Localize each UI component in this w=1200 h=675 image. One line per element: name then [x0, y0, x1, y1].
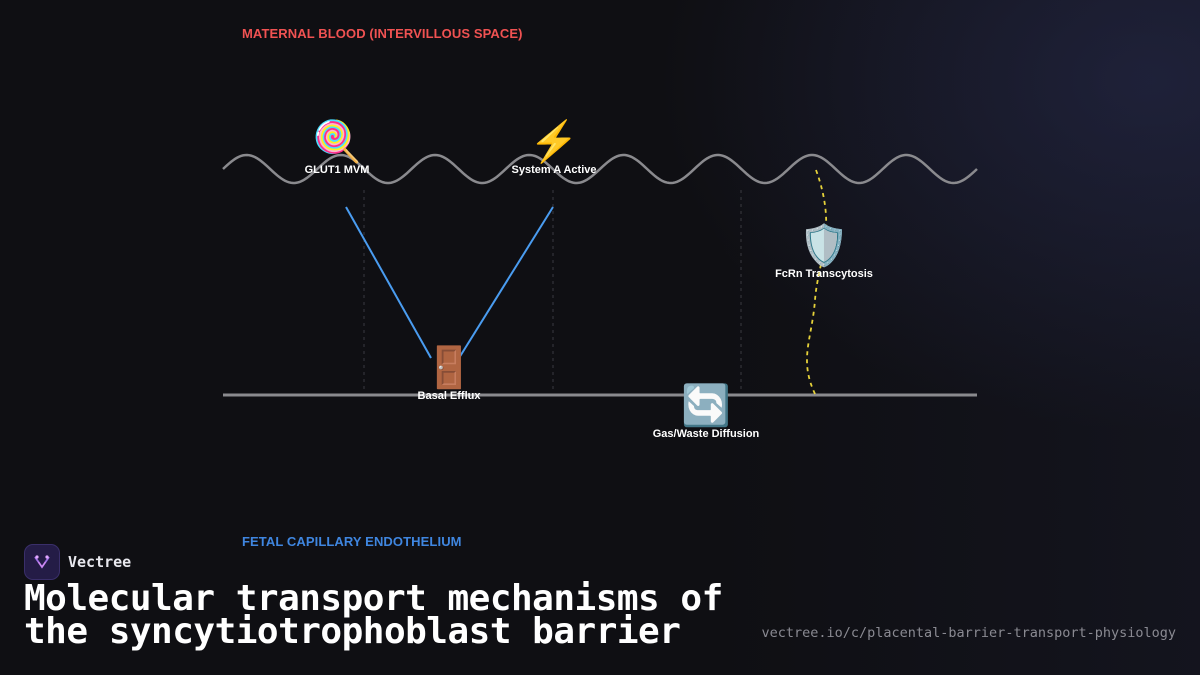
- shield-icon: 🛡️: [799, 224, 849, 268]
- page-title: Molecular transport mechanisms of the sy…: [24, 578, 723, 652]
- node-gas-waste: 🔄 Gas/Waste Diffusion: [646, 384, 766, 440]
- node-glut1: 🍭 GLUT1 MVM: [296, 120, 378, 176]
- node-basal-efflux: 🚪 Basal Efflux: [410, 346, 488, 402]
- node-label: FcRn Transcytosis: [775, 268, 873, 280]
- door-icon: 🚪: [424, 346, 474, 390]
- vectree-logo-icon: [24, 544, 60, 580]
- glut1-transport-line: [345, 206, 432, 359]
- transcytosis-path: [806, 169, 828, 397]
- cycle-arrows-icon: 🔄: [681, 384, 731, 428]
- brand-name: Vectree: [68, 553, 132, 571]
- node-fcrn: 🛡️ FcRn Transcytosis: [770, 224, 878, 280]
- microvillous-membrane: [222, 153, 978, 185]
- lightning-icon: ⚡: [529, 120, 579, 164]
- node-label: Basal Efflux: [417, 390, 481, 402]
- node-label: System A Active: [511, 164, 597, 176]
- source-url: vectree.io/c/placental-barrier-transport…: [761, 625, 1176, 641]
- system-a-transport-line: [458, 206, 554, 359]
- brand: Vectree: [24, 544, 131, 580]
- lollipop-icon: 🍭: [312, 120, 362, 164]
- node-label: GLUT1 MVM: [304, 164, 370, 176]
- node-label: Gas/Waste Diffusion: [652, 428, 760, 440]
- node-system-a: ⚡ System A Active: [505, 120, 603, 176]
- maternal-blood-label: MATERNAL BLOOD (INTERVILLOUS SPACE): [242, 26, 523, 41]
- fetal-capillary-label: FETAL CAPILLARY ENDOTHELIUM: [242, 534, 462, 549]
